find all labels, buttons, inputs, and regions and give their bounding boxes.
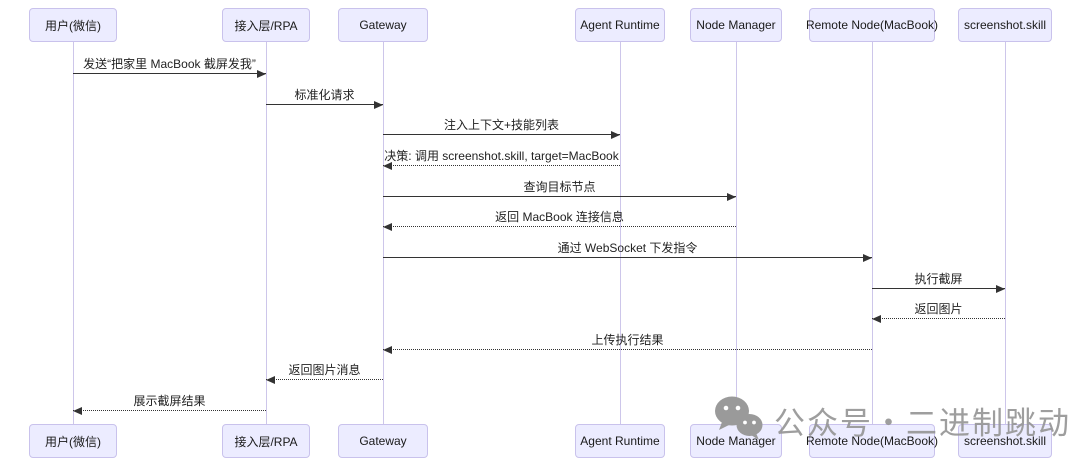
- arrowhead-8: [872, 314, 881, 323]
- actor-label: Gateway: [359, 18, 407, 32]
- actor-label: Remote Node(MacBook): [805, 434, 939, 448]
- actor-label: 用户(微信): [45, 434, 101, 449]
- message-label-2: 注入上下文+技能列表: [443, 118, 560, 132]
- lifeline-access-rpa: [266, 42, 267, 424]
- actor-box-bottom-user-wechat: 用户(微信): [29, 424, 117, 458]
- message-label-10: 返回图片消息: [288, 363, 361, 377]
- lifeline-remote-node: [872, 42, 873, 424]
- message-line-9: [383, 349, 872, 350]
- message-line-8: [872, 318, 1005, 319]
- message-label-6: 通过 WebSocket 下发指令: [557, 241, 698, 255]
- actor-label: Gateway: [359, 434, 407, 448]
- actor-box-top-user-wechat: 用户(微信): [29, 8, 117, 42]
- actor-label: screenshot.skill: [963, 434, 1047, 448]
- actor-box-top-gateway: Gateway: [338, 8, 428, 42]
- lifeline-gateway: [383, 42, 384, 424]
- actor-label: screenshot.skill: [963, 18, 1047, 32]
- actor-box-bottom-agent-runtime: Agent Runtime: [575, 424, 665, 458]
- message-line-11: [73, 410, 266, 411]
- actor-label: Agent Runtime: [580, 434, 660, 448]
- message-line-2: [383, 134, 620, 135]
- actor-label: 接入层/RPA: [234, 434, 298, 449]
- actor-label: Remote Node(MacBook): [805, 18, 939, 32]
- message-line-4: [383, 196, 736, 197]
- arrowhead-5: [383, 222, 392, 231]
- arrowhead-4: [727, 192, 736, 201]
- actor-label: 用户(微信): [45, 18, 101, 33]
- arrowhead-10: [266, 375, 275, 384]
- lifeline-screenshot-skill: [1005, 42, 1006, 424]
- message-line-6: [383, 257, 872, 258]
- arrowhead-1: [374, 100, 383, 109]
- arrowhead-0: [257, 69, 266, 78]
- message-line-1: [266, 104, 383, 105]
- message-line-3: [383, 165, 620, 166]
- message-label-0: 发送“把家里 MacBook 截屏发我”: [83, 57, 256, 71]
- message-label-5: 返回 MacBook 连接信息: [495, 210, 624, 224]
- actor-box-bottom-access-rpa: 接入层/RPA: [222, 424, 310, 458]
- message-label-11: 展示截屏结果: [133, 394, 206, 408]
- arrowhead-2: [611, 130, 620, 139]
- actor-box-bottom-screenshot-skill: screenshot.skill: [958, 424, 1052, 458]
- message-label-7: 执行截屏: [914, 272, 963, 286]
- actor-box-top-node-manager: Node Manager: [690, 8, 782, 42]
- message-line-10: [266, 379, 383, 380]
- message-line-7: [872, 288, 1005, 289]
- message-label-4: 查询目标节点: [523, 180, 596, 194]
- arrowhead-7: [996, 284, 1005, 293]
- message-label-3: 决策: 调用 screenshot.skill, target=MacBook: [384, 149, 619, 163]
- arrowhead-3: [383, 161, 392, 170]
- message-label-1: 标准化请求: [294, 88, 355, 102]
- actor-box-top-remote-node: Remote Node(MacBook): [805, 8, 939, 42]
- actor-label: Node Manager: [696, 18, 776, 32]
- message-line-5: [383, 226, 736, 227]
- arrowhead-11: [73, 406, 82, 415]
- actor-label: 接入层/RPA: [234, 18, 298, 33]
- message-label-9: 上传执行结果: [591, 333, 664, 347]
- actor-box-top-access-rpa: 接入层/RPA: [222, 8, 310, 42]
- arrowhead-6: [863, 253, 872, 262]
- lifeline-user-wechat: [73, 42, 74, 424]
- actor-label: Node Manager: [696, 434, 776, 448]
- lifeline-agent-runtime: [620, 42, 621, 424]
- actor-box-top-agent-runtime: Agent Runtime: [575, 8, 665, 42]
- actor-box-top-screenshot-skill: screenshot.skill: [958, 8, 1052, 42]
- actor-box-bottom-node-manager: Node Manager: [690, 424, 782, 458]
- lifeline-node-manager: [736, 42, 737, 424]
- message-label-8: 返回图片: [914, 302, 963, 316]
- message-line-0: [73, 73, 266, 74]
- actor-box-bottom-remote-node: Remote Node(MacBook): [805, 424, 939, 458]
- actor-box-bottom-gateway: Gateway: [338, 424, 428, 458]
- arrowhead-9: [383, 345, 392, 354]
- actor-label: Agent Runtime: [580, 18, 660, 32]
